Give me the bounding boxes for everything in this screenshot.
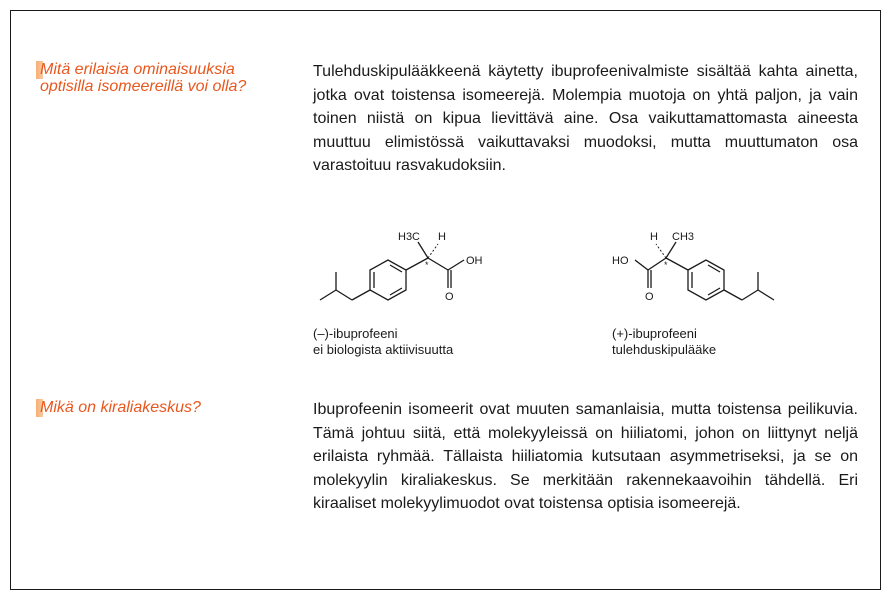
atom-h: H xyxy=(438,231,446,243)
svg-text:*: * xyxy=(664,260,668,270)
side-question-text: Mikä on kiraliakeskus? xyxy=(40,399,201,416)
atom-ho: HO xyxy=(612,255,629,267)
ibuprofen-structures: H3C H OH O * H CH3 HO O * xyxy=(319,231,775,303)
atom-o-2: O xyxy=(645,291,654,303)
caption-title: (+)-ibuprofeeni xyxy=(612,326,697,341)
caption-plus-ibuprofen: (+)-ibuprofeeni tulehduskipulääke xyxy=(612,326,716,358)
paragraph-ibuprofen-intro: Tulehduskipulääkkeenä käytetty ibuprofee… xyxy=(313,63,858,174)
molecule-plus-ibuprofen xyxy=(634,241,775,301)
side-question-chiral-center: Mikä on kiraliakeskus? xyxy=(36,399,270,417)
minus-ibuprofen-labels: H3C H OH O * xyxy=(398,231,483,303)
atom-o: O xyxy=(445,291,454,303)
atom-h3c: H3C xyxy=(398,231,420,243)
atom-oh: OH xyxy=(466,255,483,267)
paragraph-chiral-center: Ibuprofeenin isomeerit ovat muuten saman… xyxy=(313,401,858,512)
svg-text:*: * xyxy=(425,260,429,270)
caption-desc: ei biologista aktiivisuutta xyxy=(313,342,454,357)
caption-title: (–)-ibuprofeeni xyxy=(313,326,398,341)
plus-ibuprofen-labels: H CH3 HO O * xyxy=(612,231,694,303)
highlight-marker xyxy=(36,399,43,417)
side-question-text: Mitä erilaisia ominaisuuksia optisilla i… xyxy=(40,61,247,95)
molecule-minus-ibuprofen xyxy=(319,241,465,301)
caption-desc: tulehduskipulääke xyxy=(612,342,717,357)
highlight-marker xyxy=(36,61,43,79)
side-question-optical-isomers: Mitä erilaisia ominaisuuksia optisilla i… xyxy=(36,61,270,95)
atom-h-2: H xyxy=(650,231,658,243)
caption-minus-ibuprofen: (–)-ibuprofeeni ei biologista aktiivisuu… xyxy=(313,326,453,358)
atom-ch3: CH3 xyxy=(672,231,694,243)
